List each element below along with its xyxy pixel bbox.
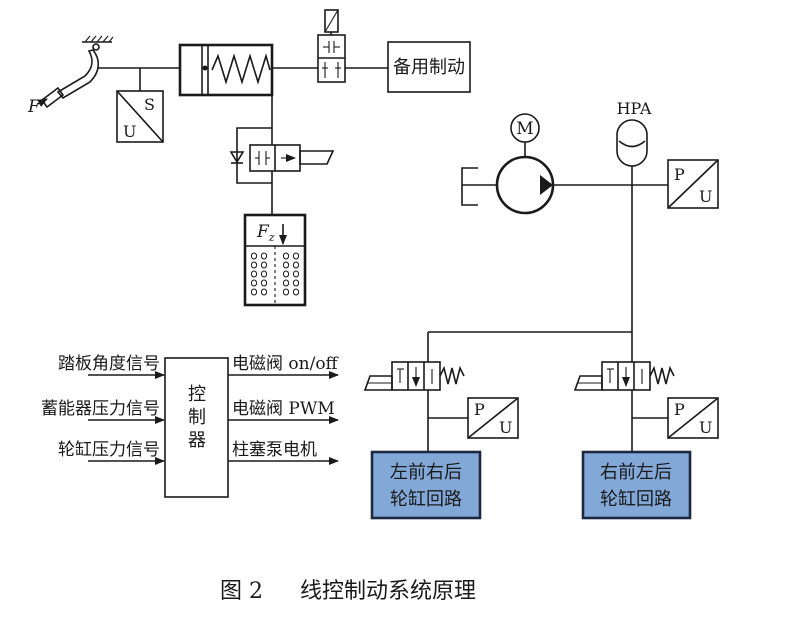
pump-direction-icon [540,175,553,195]
fluid-dot [292,252,300,260]
fluid-dot [282,288,290,296]
fluid-dot [282,270,290,278]
right-valve-spring [649,365,675,385]
controller-label: 控制器 [188,384,206,451]
accumulator-pressure-sensor: P U [667,159,719,209]
pressure-sensor-box [667,159,719,209]
accumulator-label: HPA [617,99,652,118]
pump-motor: M [461,113,555,215]
wheel-circuit-line1: 右前左后 [600,462,672,483]
wheel-circuit-box [370,450,482,520]
pedal-ground-hatch [84,35,114,43]
fluid-dot [250,270,258,278]
pedal-simulator [178,43,274,97]
brake-pedal: F [27,35,114,117]
right-circuit-valve [573,332,675,452]
fluid-dot [260,252,268,260]
figure-number: 图 2 [220,579,263,604]
fluid-dot [260,288,268,296]
wheel-circuit-left: 左前右后 轮缸回路 [370,450,482,520]
pressure-sensor-bottom: U [499,418,512,437]
wheel-circuit-line2: 轮缸回路 [390,488,462,510]
fluid-dot [260,279,268,287]
reservoir-fluid [250,252,300,296]
right-circuit-pressure-sensor: P U [667,397,719,439]
controller: 控制器 [164,357,229,498]
simulator-piston-joint [202,65,208,71]
fluid-dot [292,270,300,278]
output-label-valve-onoff: 电磁阀 on/off [232,354,340,374]
fluid-dot [250,279,258,287]
fluid-dot [250,261,258,269]
reservoir: Fz [243,213,307,307]
reservoir-force-symbol: F [256,222,270,242]
controller-label-char: 控 [188,384,206,405]
output-label-valve-pwm: 电磁阀 PWM [232,399,335,419]
left-valve-spring [439,365,465,385]
output-label-pump-motor: 柱塞泵电机 [232,440,317,460]
input-label-wheel-pressure: 轮缸压力信号 [58,439,160,460]
pressure-sensor-bottom: U [699,418,712,437]
backup-brake: 备用制动 [387,41,471,93]
left-circuit-valve [363,332,468,452]
figure-caption: 图 2 线控制动系统原理 [220,579,476,604]
pedal-force-label: F [27,97,41,117]
fluid-dot [292,279,300,287]
pedal-arm [56,49,100,100]
fluid-dot [292,261,300,269]
left-circuit-pressure-sensor: P U [467,397,519,439]
fluid-dot [292,288,300,296]
angle-sensor-bottom: U [123,122,136,141]
check-valve-icon [229,151,245,164]
pressure-sensor-top: P [674,165,685,184]
reservoir-body [243,213,307,307]
pressure-sensor-top: P [474,400,485,419]
angle-sensor-diagonal [116,90,164,143]
pedal-force-arrow [37,98,48,107]
motor [510,113,540,143]
controller-inputs: 踏板角度信号 蓄能器压力信号 轮缸压力信号 [41,354,165,465]
simulator-valve-solenoid [299,150,335,165]
controller-box [164,357,229,498]
accumulator: HPA [616,99,652,167]
simulator-spring [211,53,271,85]
pump-inlet-bracket [461,167,478,206]
fluid-dot [260,261,268,269]
fluid-dot [282,279,290,287]
motor-label: M [516,119,533,139]
simulator-valve-circuit [229,95,335,215]
figure-title: 线控制动系统原理 [300,579,476,604]
accumulator-membrane [618,140,646,148]
wheel-circuit-line2: 轮缸回路 [600,488,672,510]
pedal-angle-sensor: S U [116,90,164,143]
pedal-pad [40,86,65,109]
pressure-sensor-bottom: U [699,187,712,206]
simulator-cylinder [178,43,274,97]
controller-outputs: 电磁阀 on/off 电磁阀 PWM 柱塞泵电机 [228,354,340,465]
pressure-sensor-box [467,397,519,439]
backup-valve [317,9,346,83]
pressure-sensor-top: P [674,400,685,419]
pressure-sensor-box [667,397,719,439]
reservoir-force-label: Fz [256,222,275,244]
backup-brake-label: 备用制动 [393,57,465,78]
input-label-pedal-angle: 踏板角度信号 [58,354,160,374]
backup-brake-box [387,41,471,93]
wheel-circuit-box [581,450,692,520]
angle-sensor-top: S [144,95,155,114]
controller-label-char: 制 [188,407,206,428]
controller-label-char: 器 [188,430,206,451]
fluid-dot [250,252,258,260]
reservoir-force-subscript: z [268,231,275,244]
fluid-dot [260,270,268,278]
fluid-dot [282,261,290,269]
angle-sensor-box [116,90,164,143]
input-label-accumulator-pressure: 蓄能器压力信号 [41,399,160,419]
pedal-pivot [92,43,100,51]
fluid-dot [250,288,258,296]
wheel-circuit-line1: 左前右后 [390,462,462,483]
wheel-circuit-right: 右前左后 轮缸回路 [581,450,692,520]
fluid-dot [282,252,290,260]
